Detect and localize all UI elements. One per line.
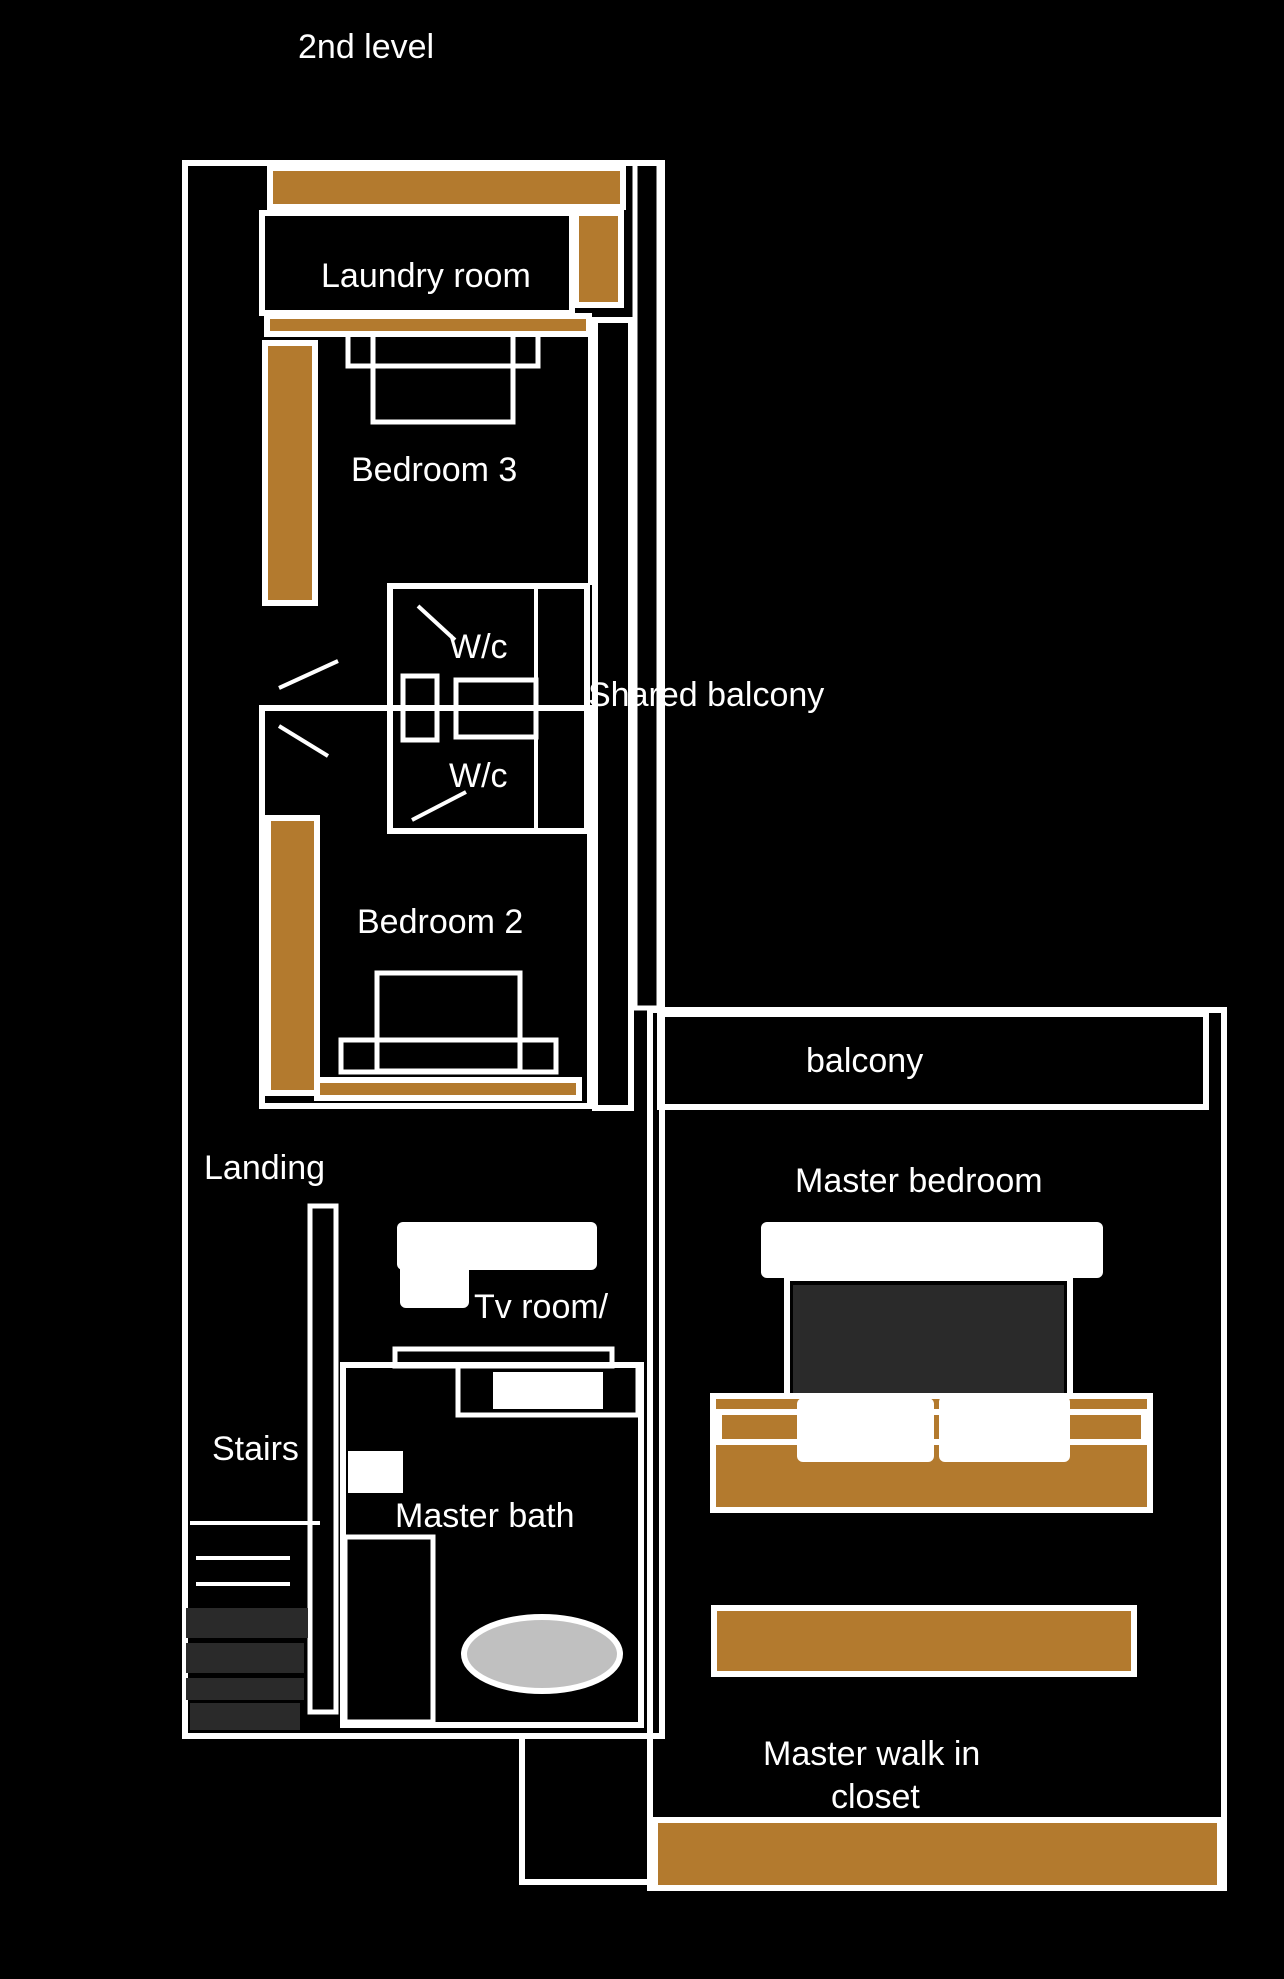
bedroom3-bed-headboard [345,331,541,369]
stair-step-4 [190,1703,300,1730]
left-wing-outline [182,160,665,1739]
bedroom3-door-swing [278,659,339,690]
vanity-counter [455,1362,641,1418]
master-dresser [711,1605,1137,1677]
wc-upper-door [416,604,457,642]
vanity-sink [493,1372,603,1409]
bedroom2-outline [259,705,593,1109]
stair-rail [307,1203,339,1715]
master-bedroom-label: Master bedroom [795,1162,1043,1200]
shower-stall [342,1534,436,1725]
closet-label-line2: closet [831,1778,920,1816]
laundry-shelf-top [267,165,626,210]
bedroom2-wardrobe [265,815,320,1096]
master-bed-headboard [761,1222,1103,1278]
closet-label-line1: Master walk in [763,1735,980,1773]
wc-lower-door [411,790,467,822]
bedroom3-bed [370,331,516,425]
master-pillow-right [939,1396,1070,1462]
plan-title: 2nd level [298,28,434,66]
laundry-room-label: Laundry room [321,257,531,295]
shared-balcony-label: Shared balcony [588,676,824,714]
bedroom2-shelf [314,1077,582,1101]
stair-step-1 [186,1608,308,1638]
bedroom3-wardrobe-top [264,313,592,337]
bathtub [461,1614,623,1694]
bedroom2-bed-headboard [338,1037,559,1075]
bedroom3-wardrobe-side [262,340,318,606]
master-pillow-left [797,1398,934,1462]
bath-shelf [348,1451,403,1493]
balcony-label: balcony [806,1042,923,1080]
wc-upper-label: W/c [449,628,508,666]
laundry-shelf-side [573,210,624,308]
bedroom2-label: Bedroom 2 [357,903,523,941]
shared-balcony-rail [632,160,662,1011]
tv-room-sofa-seat [400,1260,469,1308]
bedroom3-label: Bedroom 3 [351,451,517,489]
bedroom2-bed [374,970,523,1074]
landing-label: Landing [204,1149,325,1187]
tv-room-sofa-back [397,1222,597,1270]
shared-balcony-strip [592,317,634,1111]
bedroom2-door-swing [277,724,330,758]
master-bath-label: Master bath [395,1497,575,1535]
stair-step-2 [186,1643,304,1673]
stairs-label: Stairs [212,1430,299,1468]
stair-step-3 [186,1678,304,1700]
wc-lower-label: W/c [449,757,508,795]
balcony-box [657,1011,1209,1110]
closet-cabinet [652,1817,1223,1891]
tv-room-label: Tv room/ [474,1288,609,1326]
lower-annex-outline [519,1733,653,1885]
